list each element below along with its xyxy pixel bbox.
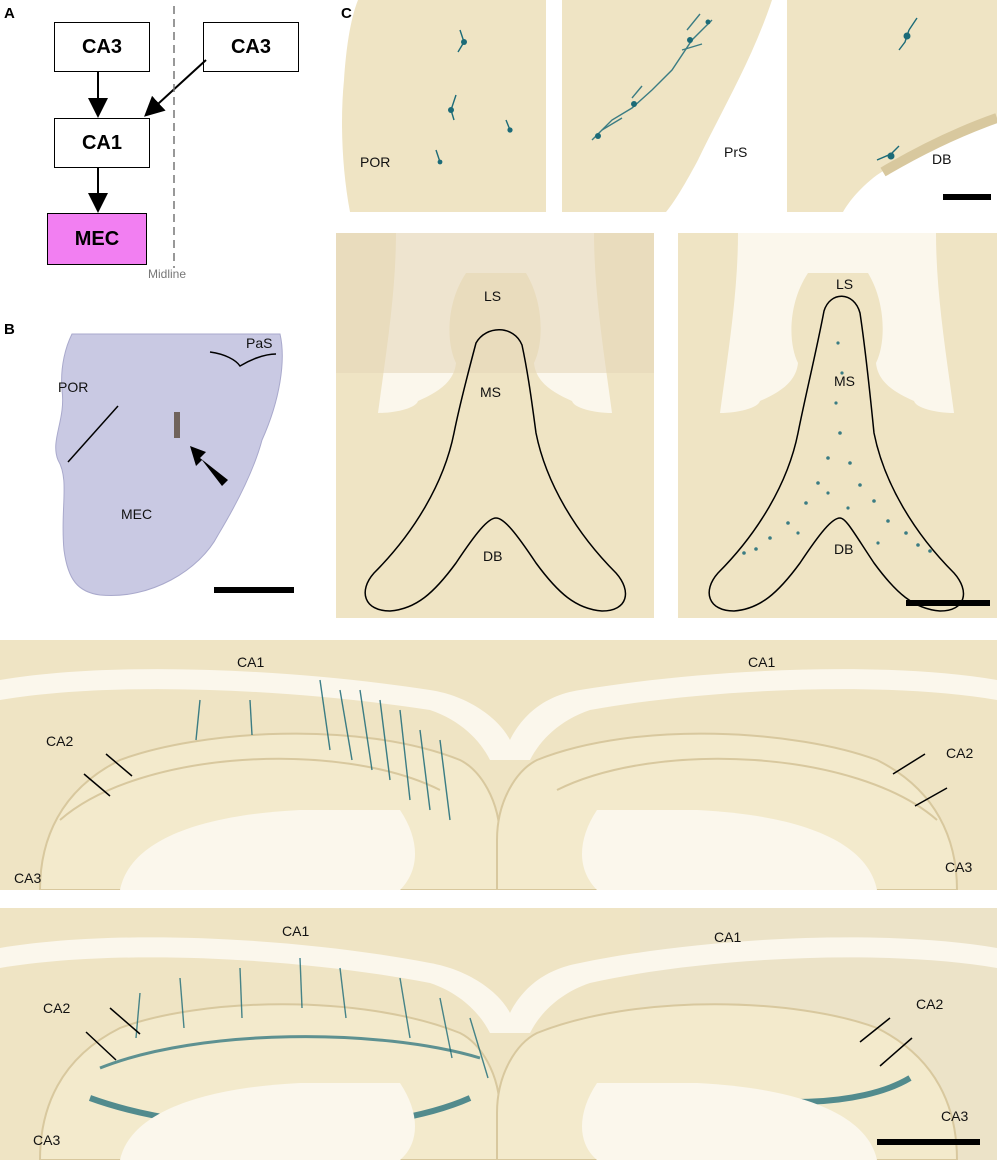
panel-b-section — [55, 333, 283, 597]
b-pas-label: PaS — [246, 335, 273, 351]
h-ca3-right-label: CA3 — [945, 859, 973, 875]
b-por-label: POR — [58, 379, 89, 395]
schematic-arrows — [88, 6, 207, 268]
g-scale-bar — [906, 600, 990, 606]
panel-g-section — [678, 233, 997, 618]
h-ca1-left-label: CA1 — [237, 654, 265, 670]
h-ca1-right-label: CA1 — [748, 654, 776, 670]
panel-f-section — [336, 233, 654, 618]
h-ca2-right-label: CA2 — [946, 745, 974, 761]
panel-i-section — [0, 908, 997, 1160]
i-ca1-left-label: CA1 — [282, 923, 310, 939]
h-ca3-left-label: CA3 — [14, 870, 42, 886]
g-db-label: DB — [834, 541, 854, 557]
e-scale-bar — [943, 194, 991, 200]
midline-label: Midline — [148, 267, 187, 281]
i-ca3-right-label: CA3 — [941, 1108, 969, 1124]
e-region-label: DB — [932, 151, 952, 167]
ca3-ipsilateral-box: CA3 — [54, 22, 150, 72]
c-region-label: POR — [360, 154, 391, 170]
i-ca2-right-label: CA2 — [916, 996, 944, 1012]
i-ca2-left-label: CA2 — [43, 1000, 71, 1016]
b-scale-bar — [214, 587, 294, 593]
mec-label: MEC — [74, 227, 120, 250]
ca1-label: CA1 — [81, 131, 122, 154]
mec-box: MEC — [47, 213, 147, 265]
ca3-contralateral-label: CA3 — [230, 35, 271, 58]
f-ms-label: MS — [480, 384, 501, 400]
f-ls-label: LS — [484, 288, 502, 304]
panel-label-b: B — [4, 321, 15, 338]
panel-h-section — [0, 640, 997, 890]
panel-d-section — [562, 0, 772, 212]
g-ms-label: MS — [834, 373, 855, 389]
f-db-label: DB — [483, 548, 503, 564]
panel-c-section — [342, 0, 546, 212]
f-septum-outline — [364, 329, 627, 612]
panel-label-c: C — [341, 5, 352, 22]
ca3-ipsilateral-label: CA3 — [81, 35, 122, 58]
d-region-label: PrS — [724, 144, 748, 160]
arrow-contra-ca3-to-ca1 — [144, 59, 207, 117]
g-ls-label: LS — [836, 276, 854, 292]
panel-e-section — [787, 0, 997, 212]
i-ca1-right-label: CA1 — [714, 929, 742, 945]
b-mec-label: MEC — [121, 506, 153, 522]
ca3-contralateral-box: CA3 — [203, 22, 299, 72]
panel-label-a: A — [4, 5, 15, 22]
i-scale-bar — [877, 1139, 980, 1145]
h-ca2-left-label: CA2 — [46, 733, 74, 749]
i-ca3-left-label: CA3 — [33, 1132, 61, 1148]
g-septum-outline — [708, 295, 965, 612]
ca1-box: CA1 — [54, 118, 150, 168]
